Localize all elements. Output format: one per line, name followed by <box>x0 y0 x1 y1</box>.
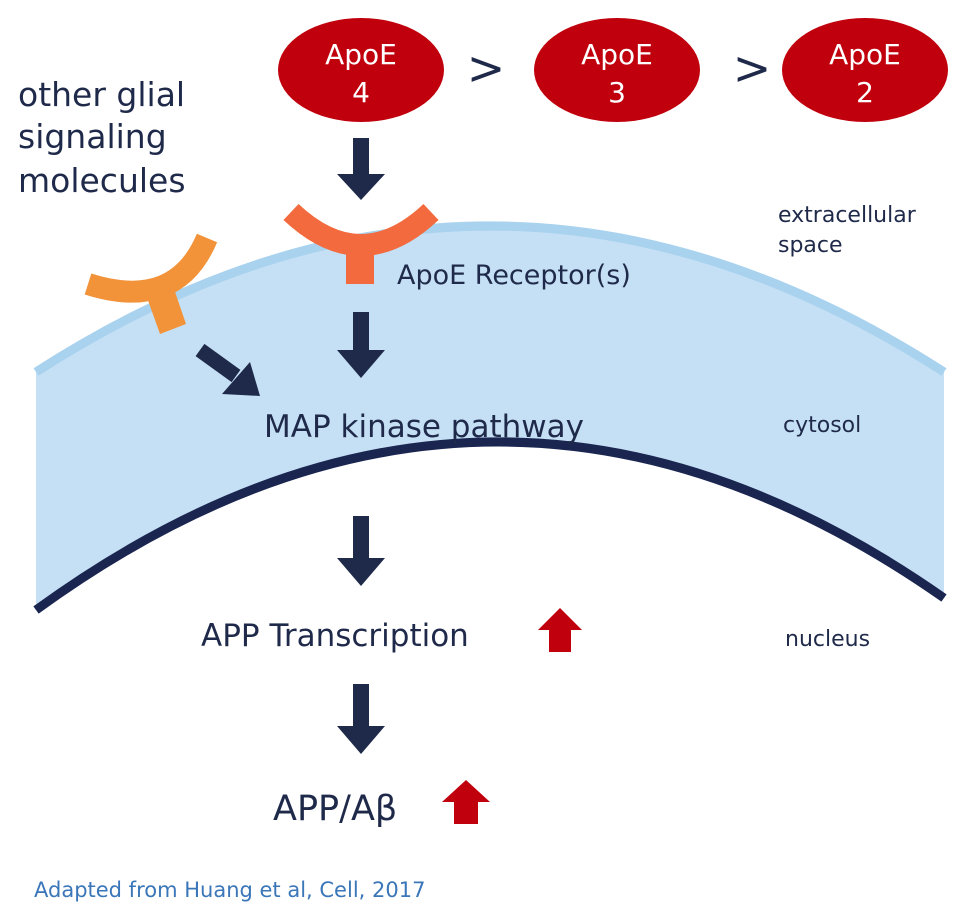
citation-text: Adapted from Huang et al, Cell, 2017 <box>34 878 425 902</box>
apoe2-number: 2 <box>856 76 874 109</box>
product-up-arrow-icon <box>442 780 490 824</box>
apoe3-number: 3 <box>608 76 626 109</box>
apoe3-oval: ApoE 3 <box>534 18 700 122</box>
arrow-receptor-to-pathway-icon <box>337 312 385 378</box>
glial-label-line-1: other glial <box>18 75 185 114</box>
extracellular-label-line-1: extracellular <box>778 203 917 228</box>
cytosol-label: cytosol <box>783 413 861 438</box>
apoe-receptor-icon <box>283 203 439 284</box>
transcription-up-arrow-icon <box>538 608 582 652</box>
arrow-pathway-to-transcription-icon <box>337 516 385 586</box>
cytosol-region <box>36 226 944 610</box>
app-transcription-label: APP Transcription <box>201 618 469 654</box>
nuclear-membrane <box>33 437 947 614</box>
arrow-glial-to-pathway-icon <box>195 343 260 396</box>
arrow-transcription-to-product-icon <box>337 684 385 754</box>
glial-receptor-icon <box>84 233 218 334</box>
apoe4-number: 4 <box>352 76 370 109</box>
apoe4-label: ApoE <box>325 38 397 71</box>
apoe3-label: ApoE <box>581 38 653 71</box>
greater-than-1: > <box>467 41 506 95</box>
greater-than-2: > <box>733 41 772 95</box>
apoe2-oval: ApoE 2 <box>782 18 948 122</box>
map-kinase-pathway-label: MAP kinase pathway <box>264 409 584 445</box>
arrow-apoe-to-receptor-icon <box>337 138 385 200</box>
glial-label-line-3: molecules <box>18 161 186 200</box>
apoe2-label: ApoE <box>829 38 901 71</box>
extracellular-label-line-2: space <box>778 233 843 258</box>
apoe4-oval: ApoE 4 <box>278 18 444 122</box>
app-abeta-label: APP/Aβ <box>273 789 397 829</box>
nucleus-label: nucleus <box>785 627 870 652</box>
glial-label-line-2: signaling <box>18 117 167 156</box>
apoe-receptor-label: ApoE Receptor(s) <box>397 260 631 291</box>
